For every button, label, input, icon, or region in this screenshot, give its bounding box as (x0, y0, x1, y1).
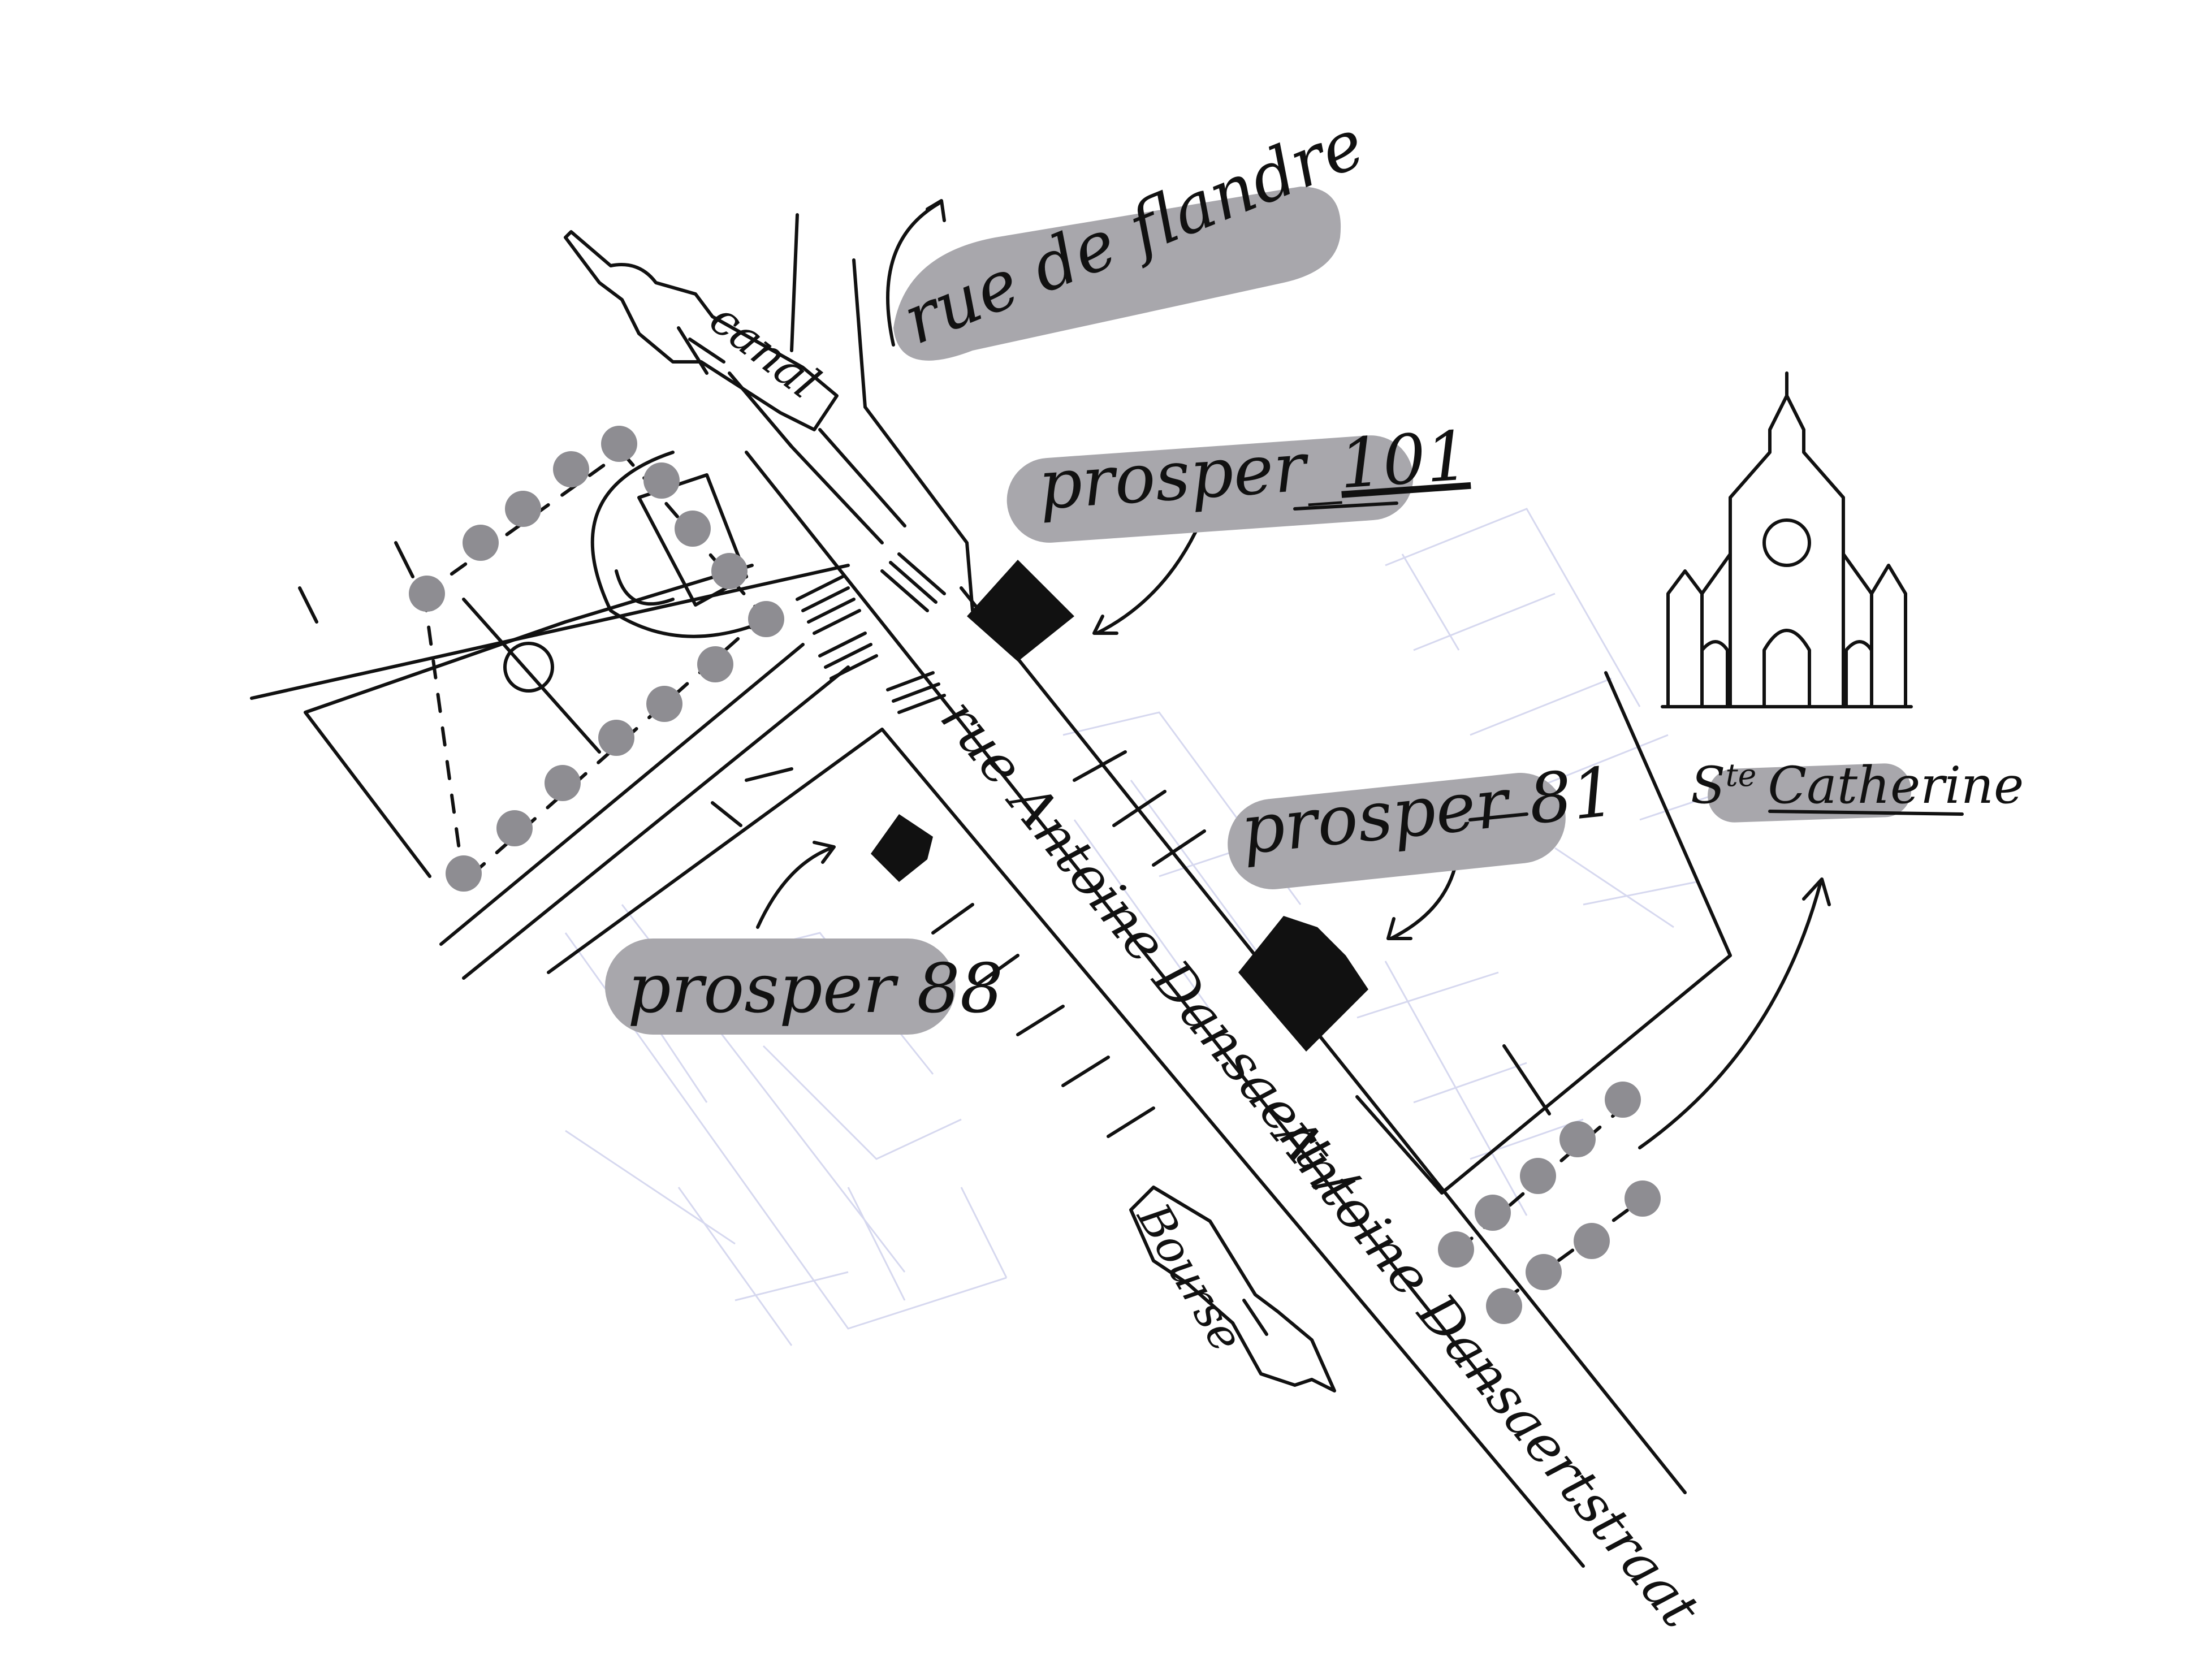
trees-left (409, 426, 784, 892)
st-catherine-underline (1768, 810, 1964, 816)
prosper-88-building (871, 814, 933, 882)
label-prosper-101: prosper_101 (1036, 417, 1471, 525)
prosper-81-building (1238, 916, 1368, 1052)
football-field (304, 451, 765, 878)
arrow-st-catherine (1638, 880, 1822, 1149)
church-icon (1661, 371, 1913, 708)
label-bourse: Bourse (1127, 1193, 1254, 1360)
label-prosper-81-number: 81 (1525, 752, 1619, 840)
label-prosper-88: prosper 88 (628, 950, 1003, 1028)
building-outlines (564, 508, 1725, 1346)
prosper-101-underline (1293, 501, 1398, 511)
arrow-rue-de-flandre (886, 202, 940, 347)
label-canal: canal (700, 292, 830, 409)
trees-right (1438, 1082, 1661, 1324)
label-st-catherine-name: Catherine (1768, 756, 2024, 815)
label-prosper-101-number: 101 (1337, 417, 1471, 504)
label-st-catherine: Ste Catherine (1691, 756, 2024, 815)
label-st-catherine-s: S (1691, 756, 1726, 815)
street-lines (250, 213, 1732, 1568)
crosswalks (796, 552, 946, 714)
label-st-catherine-sup: te (1726, 757, 1757, 793)
arrow-prosper-88 (756, 846, 833, 929)
label-highlights (605, 187, 1912, 1035)
buildings (871, 560, 1368, 1052)
prosper-101-building (967, 560, 1074, 661)
prosper-81-underline (1468, 812, 1528, 821)
pointing-hand-icon (564, 230, 839, 431)
pointing-hand-icon (1129, 1186, 1336, 1392)
